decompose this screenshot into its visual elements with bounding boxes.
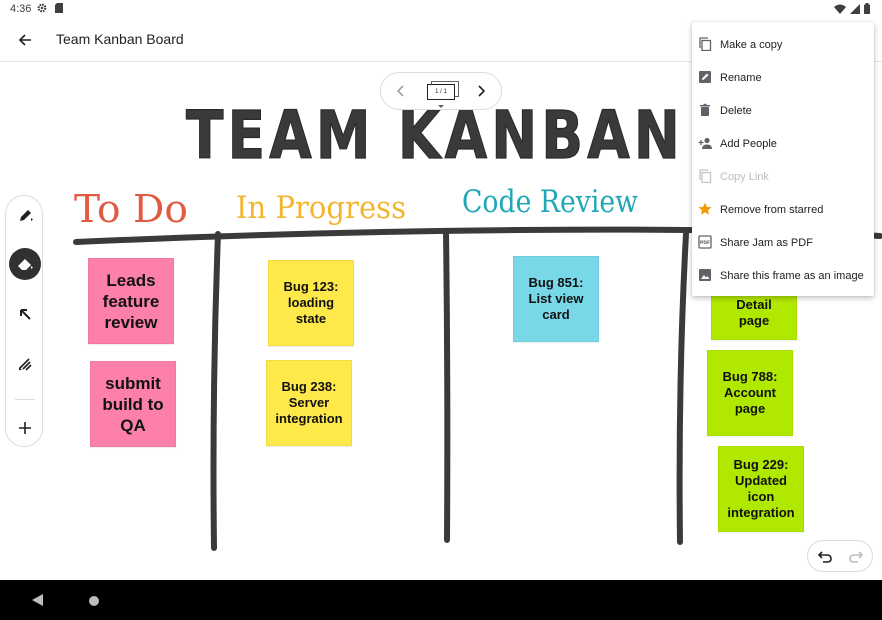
redo-icon[interactable] [847,548,865,566]
menu-label: Remove from starred [720,204,824,216]
column-label-code-review: Code Review [462,184,638,220]
sd-card-icon [55,3,63,13]
menu-item-copy-link[interactable]: Copy Link [692,160,874,193]
status-time: 4:36 [10,3,32,15]
pen-icon [20,210,33,221]
sticky-note[interactable]: Bug 238: Server integration [266,360,352,446]
undo-icon[interactable] [816,548,834,566]
status-indicators [834,3,870,14]
column-divider-3 [676,231,689,545]
menu-label: Delete [720,105,752,117]
rename-icon [699,71,711,83]
sticky-note[interactable]: submit build to QA [90,361,176,447]
menu-item-add-people[interactable]: Add People [692,127,874,160]
column-divider-1 [210,231,221,551]
add-person-icon [698,137,712,149]
menu-item-rename[interactable]: Rename [692,61,874,94]
battery-icon [864,3,870,14]
menu-item-share-image[interactable]: Share this frame as an image [692,259,874,292]
laser-tool[interactable] [9,348,41,380]
star-icon [698,202,712,215]
frame-navigator: 1 / 1 [380,72,502,110]
trash-icon [700,103,710,116]
sticky-note[interactable]: Bug 229: Updated icon integration [718,446,804,532]
frame-thumbnail[interactable]: 1 / 1 [427,84,455,100]
page-title: Team Kanban Board [56,31,184,47]
sticky-note[interactable]: Leads feature review [88,258,174,344]
back-button[interactable] [12,27,38,53]
nav-home-icon[interactable] [89,596,99,606]
menu-item-delete[interactable]: Delete [692,94,874,127]
svg-text:PDF: PDF [700,240,710,246]
wifi-icon [834,4,846,14]
column-divider-2 [443,229,451,543]
copy-icon [699,37,712,51]
eraser-tool[interactable] [9,248,41,280]
chevron-right-icon[interactable] [473,83,489,99]
tool-divider [15,399,35,400]
status-bar: 4:36 [0,0,882,18]
menu-label: Share this frame as an image [720,270,864,282]
overflow-menu: Make a copy Rename Delete Add People Cop… [692,22,874,296]
menu-label: Add People [720,138,777,150]
system-nav-bar [0,580,882,620]
arrow-back-icon [18,34,31,46]
signal-icon [850,3,860,14]
menu-label: Rename [720,72,762,84]
sticky-note[interactable]: Bug 851: List view card [513,256,599,342]
pdf-icon: PDF [698,235,712,249]
pen-tool[interactable] [9,200,41,232]
sticky-note[interactable]: Bug 788: Account page [707,350,793,436]
caret-down-icon [438,105,444,108]
undo-redo-group [807,540,873,572]
board-title: TEAM KANBAN [186,97,684,174]
image-icon [699,269,711,281]
laser-icon [19,358,32,371]
sticky-note[interactable]: Bug 123: loading state [268,260,354,346]
settings-gear-icon [37,3,47,13]
arrow-select-icon [20,309,31,320]
menu-item-remove-starred[interactable]: Remove from starred [692,193,874,226]
eraser-icon [18,259,33,270]
add-tool[interactable] [9,412,41,444]
menu-item-share-pdf[interactable]: PDF Share Jam as PDF [692,226,874,259]
tool-palette [5,195,43,447]
nav-back-icon[interactable] [32,594,44,606]
select-tool[interactable] [9,298,41,330]
jam-canvas[interactable]: TEAM KANBAN To Do In Progress Code Revie… [0,62,882,580]
menu-label: Share Jam as PDF [720,237,813,249]
menu-label: Make a copy [720,39,783,51]
column-label-in-progress: In Progress [236,190,406,226]
chevron-left-icon[interactable] [393,83,409,99]
plus-icon [19,422,31,434]
copy-icon [699,169,712,183]
column-label-todo: To Do [74,187,188,231]
menu-item-make-copy[interactable]: Make a copy [692,28,874,61]
menu-label: Copy Link [720,171,769,183]
